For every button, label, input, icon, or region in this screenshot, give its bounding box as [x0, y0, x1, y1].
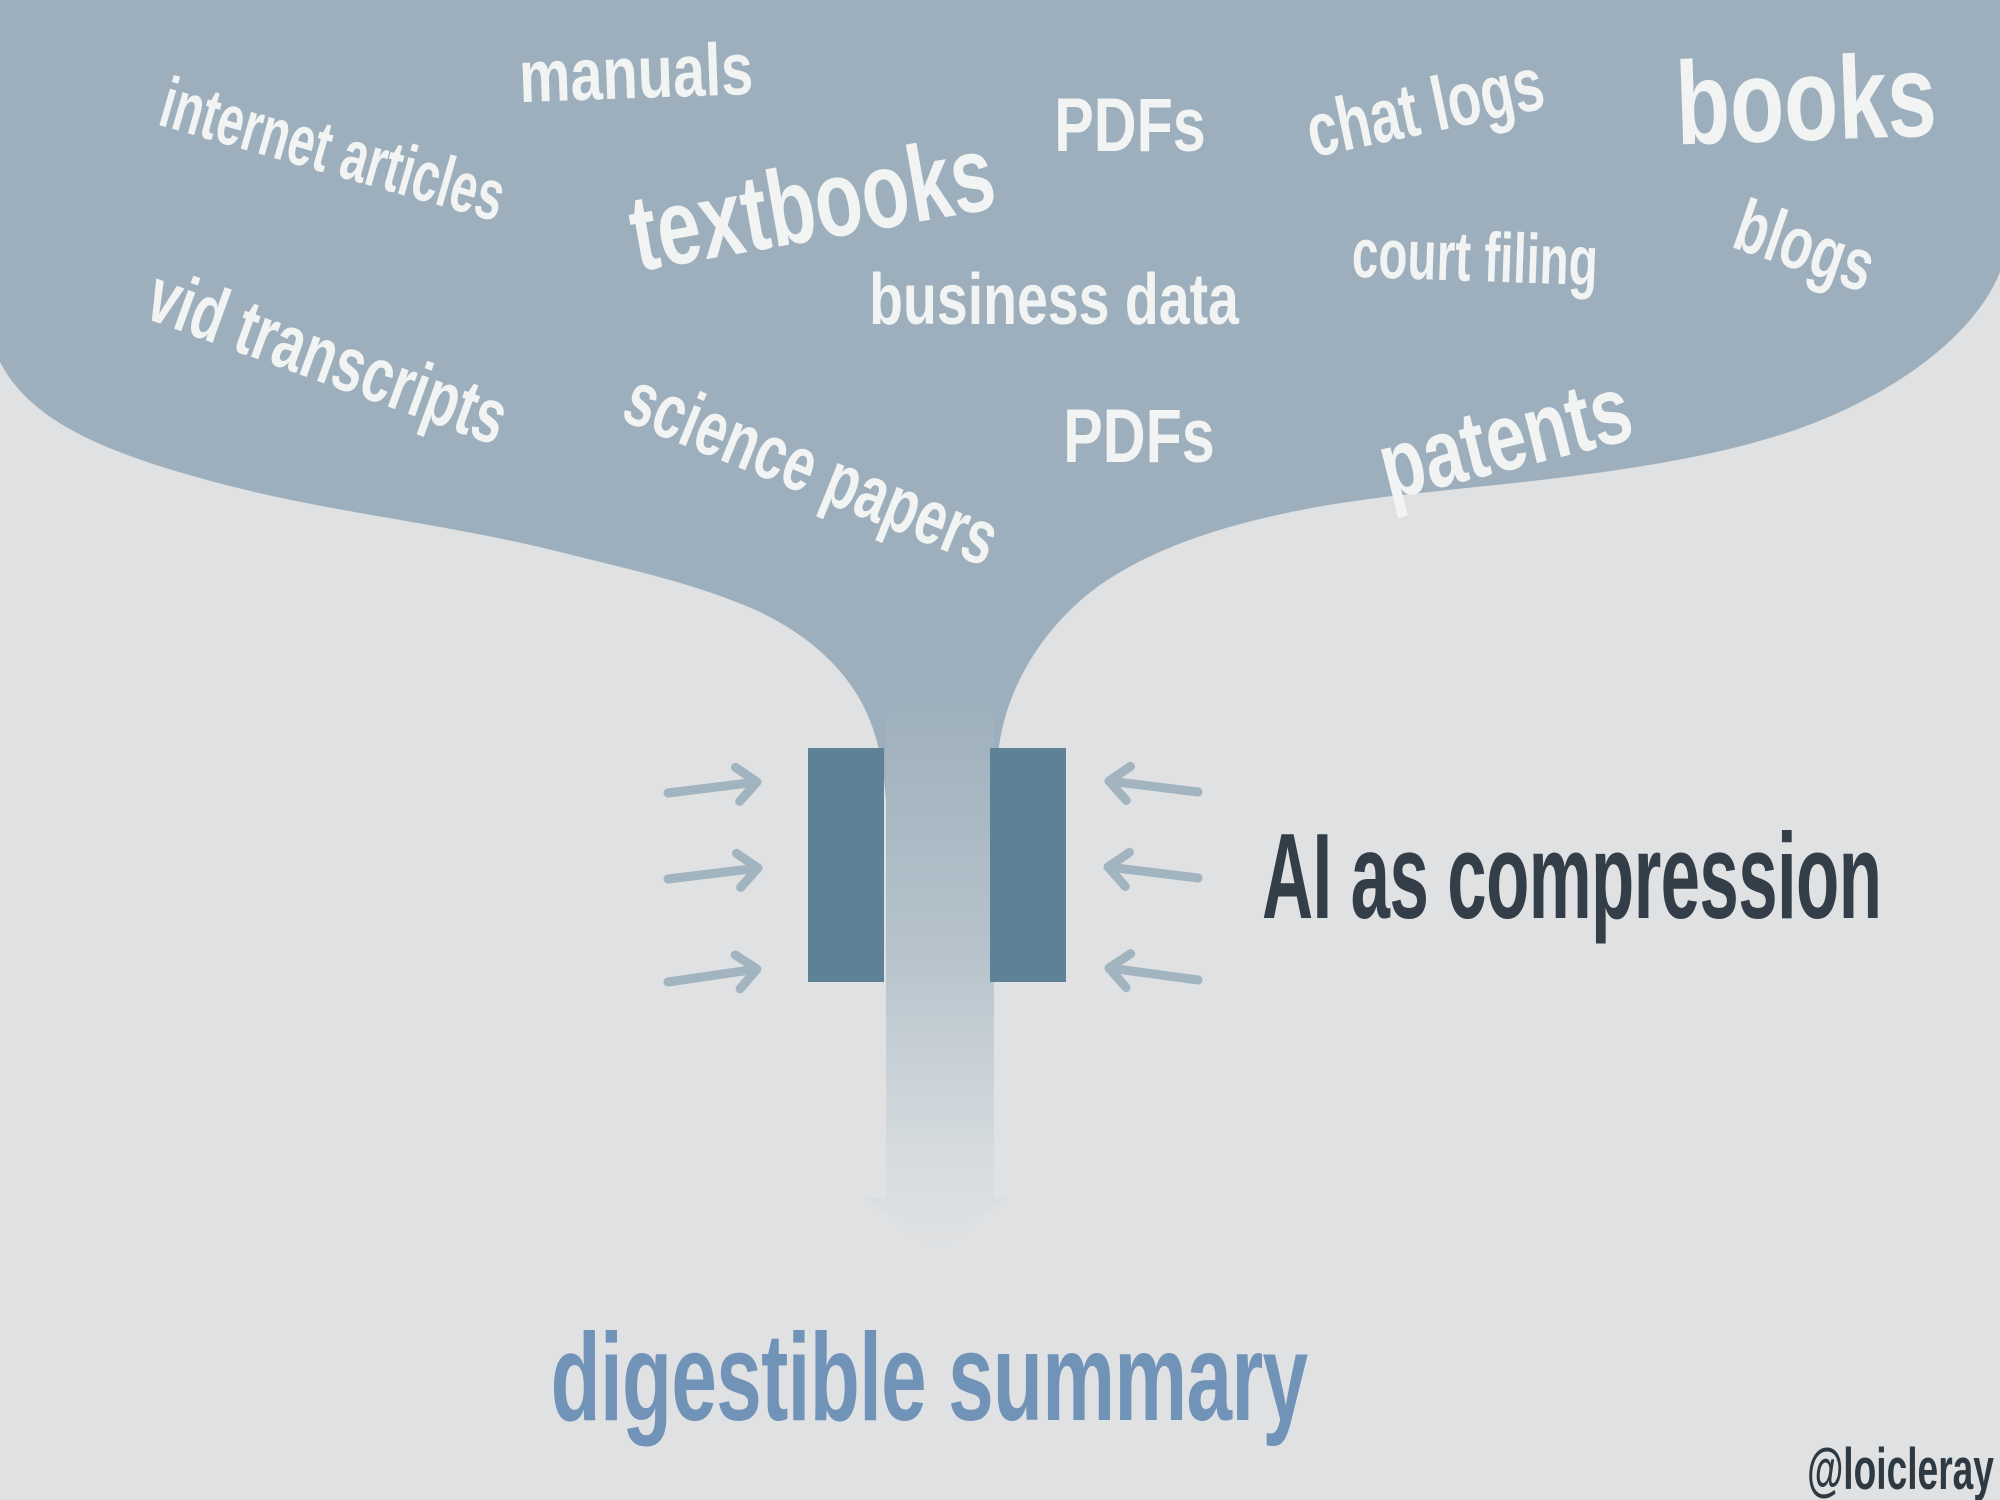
arrow-left-icon	[1104, 949, 1203, 993]
arrow-right-icon	[663, 848, 763, 892]
source-word-label: PDFs	[1054, 83, 1206, 168]
source-word-label: court filing	[1350, 213, 1600, 301]
source-word-label: business data	[869, 260, 1239, 340]
arrow-left-icon	[1103, 847, 1203, 891]
summary-stream-arrow	[866, 700, 1008, 1252]
source-word-label: books	[1673, 29, 1939, 171]
compressor-plate-left	[808, 748, 884, 982]
author-watermark: @loicleray	[1807, 1437, 1994, 1500]
compressor-plate-right	[990, 748, 1066, 982]
compression-arrows	[663, 761, 1203, 994]
source-blob-shape	[0, 0, 2000, 800]
arrow-left-icon	[1104, 761, 1203, 805]
source-word-label: PDFs	[1063, 394, 1215, 479]
compression-title: AI as compression	[1262, 808, 1882, 944]
arrow-right-icon	[663, 950, 762, 994]
source-word-label: manuals	[517, 26, 755, 119]
digestible-summary-label: digestible summary	[550, 1309, 1308, 1447]
arrow-right-icon	[663, 762, 762, 806]
